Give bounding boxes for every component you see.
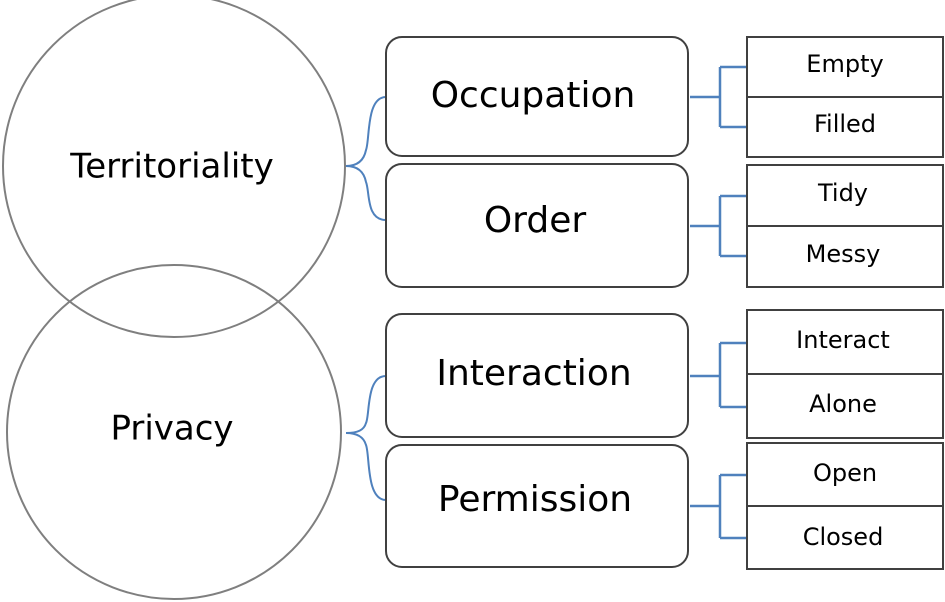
order-bracket	[690, 194, 748, 258]
option-label-empty: Empty	[806, 50, 883, 78]
option-box-closed	[746, 505, 944, 570]
territoriality-label: Territoriality	[69, 147, 273, 187]
category-label-order: Order	[484, 200, 587, 241]
category-box-order	[385, 163, 689, 288]
option-label-open: Open	[813, 459, 877, 487]
privacy-circle	[6, 264, 342, 600]
option-box-tidy	[746, 164, 944, 227]
interaction-bracket	[690, 341, 748, 409]
territoriality-brace	[345, 96, 387, 221]
permission-bracket	[690, 473, 748, 540]
category-label-permission: Permission	[438, 479, 632, 520]
privacy-label: Privacy	[110, 409, 233, 449]
option-label-closed: Closed	[803, 523, 884, 551]
option-box-interact	[746, 309, 944, 375]
option-box-filled	[746, 96, 944, 158]
category-label-occupation: Occupation	[431, 75, 636, 116]
option-label-alone: Alone	[809, 390, 877, 418]
option-box-messy	[746, 225, 944, 288]
option-label-tidy: Tidy	[817, 179, 868, 207]
category-label-interaction: Interaction	[436, 353, 631, 394]
option-box-alone	[746, 373, 944, 439]
category-box-permission	[385, 444, 689, 568]
occupation-bracket	[690, 65, 748, 129]
option-label-messy: Messy	[806, 240, 881, 268]
category-box-occupation	[385, 36, 689, 157]
option-label-interact: Interact	[796, 326, 890, 354]
territoriality-circle	[2, 0, 346, 338]
option-box-empty	[746, 36, 944, 98]
option-label-filled: Filled	[814, 110, 876, 138]
privacy-brace	[345, 375, 387, 501]
category-box-interaction	[385, 313, 689, 438]
